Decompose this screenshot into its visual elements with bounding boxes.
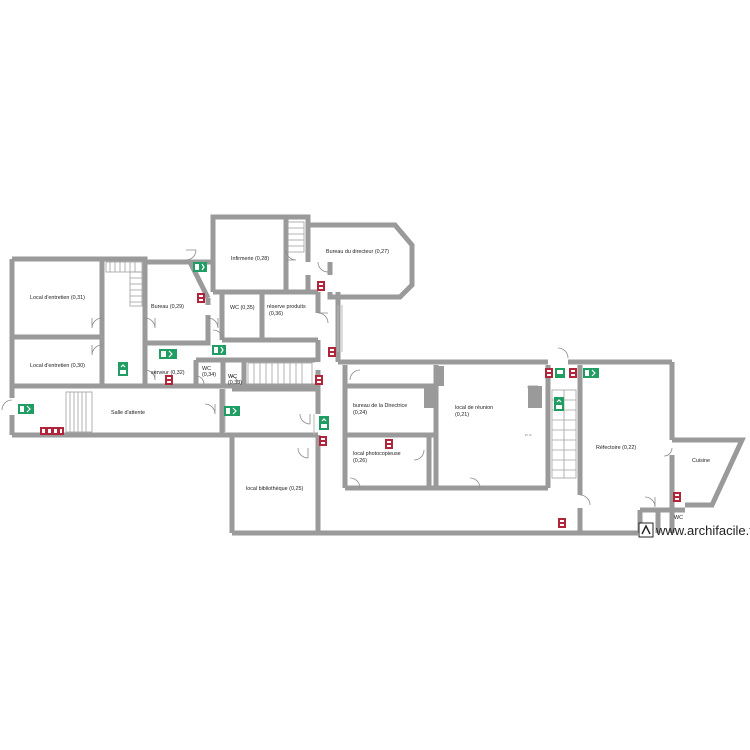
label-wc-35: WC (0,35) <box>230 305 255 311</box>
label-bureau-directrice: bureau de la Directrice <box>353 403 407 409</box>
fire-extinguisher-icon <box>569 368 577 378</box>
watermark-text: www.archifacile.fr <box>655 523 750 538</box>
fire-extinguisher-icon <box>317 281 325 291</box>
door-gaps <box>9 262 568 415</box>
emergency-exit-icon <box>18 404 34 414</box>
label-cuisine: Cuisine <box>692 458 710 464</box>
emergency-exit-icon <box>212 345 226 355</box>
thin-lines <box>224 305 343 435</box>
label-local-bibliotheque: local bibliothèque (0,25) <box>246 486 303 492</box>
fire-extinguisher-icon <box>673 492 681 502</box>
label-wc-cuisine: WC <box>674 515 683 521</box>
fire-extinguisher-icon <box>545 368 553 378</box>
fire-extinguisher-icon <box>315 375 323 385</box>
exit-signs <box>18 262 599 430</box>
stair-attente <box>65 391 93 433</box>
label-wc-34: WC <box>202 366 211 372</box>
label-bureau-directeur: Bureau du directeur (0,27) <box>326 249 389 255</box>
emergency-exit-icon <box>193 262 207 272</box>
label-refectoire: Réfectoire (0,22) <box>596 445 636 451</box>
label-reserve-produits-code: (0,36) <box>269 311 283 317</box>
label-tiny-note: Pt. Ct <box>525 433 532 437</box>
stair-wc <box>247 362 313 386</box>
stair-infirmerie <box>287 221 305 253</box>
label-local-entretien-31: Local d'entretien (0,31) <box>30 295 85 301</box>
fire-extinguisher-icon <box>165 375 173 385</box>
emergency-exit-icon <box>118 362 128 376</box>
fire-extinguisher-icon <box>40 427 64 435</box>
label-bureau-29: Bureau (0,29) <box>151 304 184 310</box>
label-bureau-directrice-code: (0,24) <box>353 410 367 416</box>
fire-extinguisher-icon <box>319 436 327 446</box>
room-labels: Infirmerie (0,28) Bureau du directeur (0… <box>30 249 710 521</box>
emergency-exit-icon <box>319 416 329 430</box>
label-local-photocopieuse-code: (0,26) <box>353 458 367 464</box>
pillar-block <box>424 366 542 408</box>
label-wc-34-code: (0,34) <box>202 372 216 378</box>
label-salle-attente: Salle d'attente <box>111 410 145 416</box>
label-reserve-produits: réserve produits <box>267 304 306 310</box>
fire-extinguisher-icon <box>197 293 205 303</box>
emergency-exit-icon <box>583 368 599 378</box>
label-wc-33-code: (0,33) <box>228 380 242 386</box>
label-local-entretien-30: Local d'entretien (0,30) <box>30 363 85 369</box>
fire-signs <box>40 281 681 528</box>
emergency-exit-icon <box>224 406 240 416</box>
archifacile-logo-icon <box>638 522 654 538</box>
fire-extinguisher-icon <box>558 518 566 528</box>
label-wc-33: WC <box>228 374 237 380</box>
emergency-exit-icon <box>159 349 177 359</box>
label-infirmerie: Infirmerie (0,28) <box>231 256 269 262</box>
label-local-photocopieuse: local photocopieuse <box>353 451 401 457</box>
label-local-reunion: local de réunion <box>455 405 493 411</box>
label-serveur: serveur (0,32) <box>151 370 185 376</box>
emergency-exit-icon <box>555 368 565 378</box>
stairs <box>65 221 577 479</box>
fire-extinguisher-icon <box>385 439 393 449</box>
emergency-exit-icon <box>554 397 564 411</box>
label-local-reunion-code: (0,21) <box>455 412 469 418</box>
stair-left <box>105 261 143 307</box>
fire-extinguisher-icon <box>328 347 336 357</box>
watermark: www.archifacile.fr <box>638 522 750 538</box>
